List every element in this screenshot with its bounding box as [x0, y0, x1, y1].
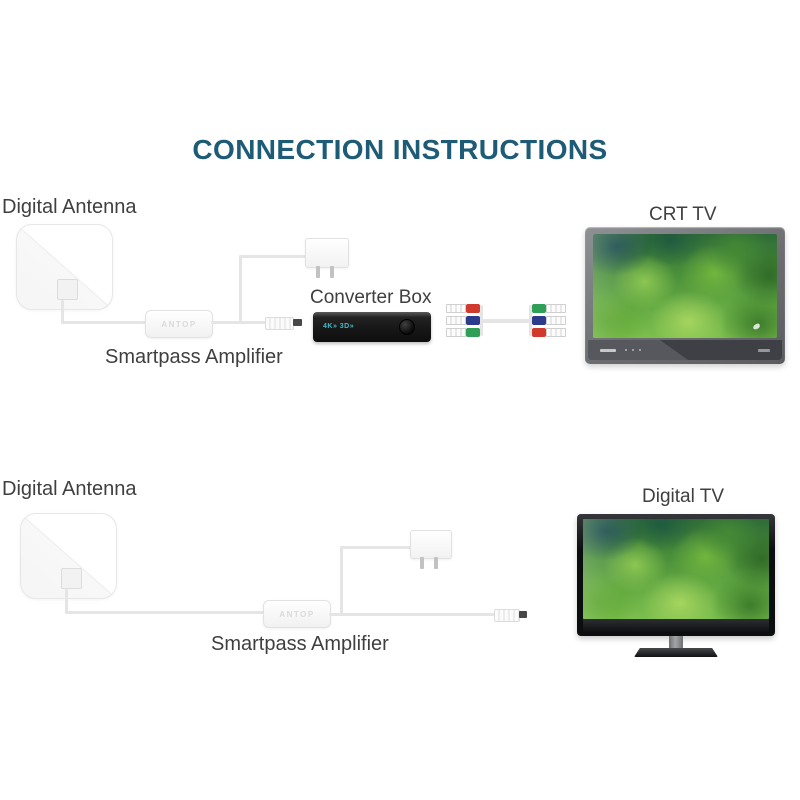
rca-sleeve-green [532, 304, 546, 313]
power-cable-horizontal [340, 546, 412, 549]
rca-metal-tip [446, 316, 466, 325]
amplifier-output-cable [329, 613, 497, 616]
power-cable-vertical [239, 255, 242, 324]
digital-tv-stand-base [634, 648, 718, 657]
rca-plug-left-red [446, 304, 480, 313]
antop-brand-mark: ANTOP [279, 609, 315, 619]
adapter-prong [330, 266, 334, 278]
crt-control-bar [588, 340, 782, 360]
coax-connector-tip [519, 611, 527, 618]
smartpass-amplifier-graphic: ANTOP [263, 600, 331, 628]
power-cable-horizontal [239, 255, 307, 258]
rca-bundle-right [529, 305, 532, 336]
screen-reflection [593, 234, 777, 338]
adapter-prong [316, 266, 320, 278]
digital-tv-chin [583, 619, 769, 632]
converter-box-label: Converter Box [310, 287, 432, 308]
power-adapter-graphic [305, 238, 349, 268]
rca-plug-right-green [532, 304, 566, 313]
power-adapter-graphic [410, 530, 452, 559]
smartpass-amplifier-graphic: ANTOP [145, 310, 213, 338]
converter-knob [399, 319, 415, 335]
crt-ir-window [758, 349, 770, 352]
rca-sleeve-blue [532, 316, 546, 325]
converter-display-text: 4K» 3D» [323, 323, 355, 330]
digital-tv-screen [583, 519, 769, 619]
rca-plug-left-blue [446, 316, 480, 325]
coax-connector [265, 317, 294, 330]
crt-tv-label: CRT TV [649, 204, 717, 225]
digital-tv-graphic [577, 514, 775, 658]
screen-reflection [583, 519, 769, 619]
digital-tv-label: Digital TV [642, 486, 725, 507]
amplifier-label-top: Smartpass Amplifier [105, 346, 283, 368]
coax-connector [494, 609, 520, 622]
antop-brand-mark: ANTOP [161, 319, 197, 329]
antenna-cable-horizontal [61, 321, 147, 324]
rca-plug-left-green [446, 328, 480, 337]
amplifier-label-bottom: Smartpass Amplifier [211, 633, 389, 655]
rca-metal-tip [546, 328, 566, 337]
crt-tv-screen [593, 234, 777, 338]
rca-bundle-left [480, 305, 483, 336]
antenna-port [57, 279, 78, 300]
antenna-cable-horizontal [65, 611, 265, 614]
crt-control-wedge [588, 340, 688, 360]
rca-sleeve-red [466, 304, 480, 313]
rca-plug-right-red [532, 328, 566, 337]
adapter-prong [420, 557, 424, 569]
crt-button [632, 349, 634, 351]
rca-metal-tip [446, 328, 466, 337]
antenna-cable-vertical [61, 300, 64, 324]
page-title: CONNECTION INSTRUCTIONS [192, 134, 608, 165]
crt-speaker-slit [600, 349, 616, 352]
antenna-port [61, 568, 82, 589]
crt-tv-graphic [585, 227, 785, 364]
rca-plug-right-blue [532, 316, 566, 325]
rca-sleeve-blue [466, 316, 480, 325]
rca-sleeve-green [466, 328, 480, 337]
rca-metal-tip [546, 304, 566, 313]
antenna-label-bottom: Digital Antenna [2, 478, 137, 500]
digital-antenna-graphic [20, 513, 117, 599]
rca-metal-tip [446, 304, 466, 313]
antenna-label-top: Digital Antenna [2, 196, 137, 218]
digital-antenna-graphic [16, 224, 113, 310]
digital-tv-stand-neck [669, 636, 683, 649]
rca-metal-tip [546, 316, 566, 325]
antenna-cable-vertical [65, 589, 68, 614]
power-cable-vertical [340, 546, 343, 614]
crt-button [639, 349, 641, 351]
converter-box-graphic: 4K» 3D» [313, 312, 431, 342]
adapter-prong [434, 557, 438, 569]
rca-middle-cable [482, 319, 530, 323]
coax-connector-tip [293, 319, 302, 326]
rca-sleeve-red [532, 328, 546, 337]
crt-button [625, 349, 627, 351]
